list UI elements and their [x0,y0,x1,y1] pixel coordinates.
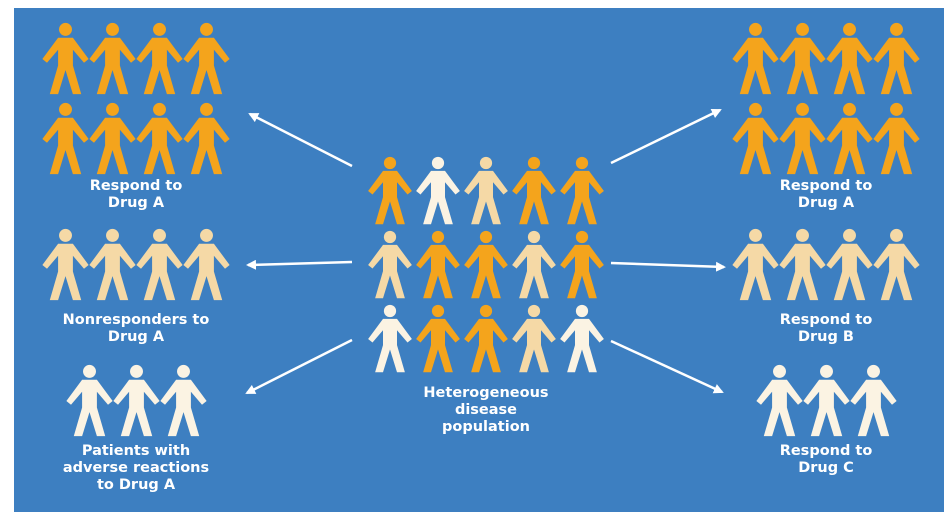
label-line: Heterogeneous [423,385,549,401]
arrow-to-right-top [610,108,722,165]
arrow-to-left-top [248,112,353,168]
label-line: Drug C [798,460,854,476]
person-icon [66,364,113,437]
person-icon [136,22,183,95]
person-icon [512,156,556,225]
person-icon [560,230,604,299]
label-right-respond-drug-c: Respond to Drug C [726,443,926,477]
label-line: Respond to [779,178,873,194]
person-icon [512,304,556,373]
person-icon [113,364,160,437]
label-line: disease [454,402,518,418]
person-icon [464,230,508,299]
label-left-nonresponders: Nonresponders to Drug A [32,312,240,346]
person-icon [89,102,136,175]
person-icon [42,102,89,175]
group-center-population [366,156,606,374]
person-icon [826,22,873,95]
figure-row [66,364,207,438]
label-center-population: Heterogeneous disease population [386,385,586,436]
person-icon [464,304,508,373]
person-icon [136,228,183,301]
person-icon [873,22,920,95]
figure-row [366,304,606,374]
person-icon [183,102,230,175]
group-left-respond-drug-a [42,22,230,176]
person-icon [416,304,460,373]
label-line: Drug A [107,329,165,345]
label-line: Patients with [81,443,191,459]
label-line: Respond to [89,178,183,194]
person-icon [368,304,412,373]
arrow-to-left-middle [246,259,353,270]
person-icon [803,364,850,437]
person-icon [368,156,412,225]
arrow-to-right-bottom [610,339,724,394]
person-icon [89,228,136,301]
diagram-panel: Respond to Drug A Nonresponders to Drug … [14,8,944,512]
label-line: Respond to [779,312,873,328]
person-icon [560,156,604,225]
person-icon [464,156,508,225]
person-icon [732,22,779,95]
group-right-respond-drug-c [756,364,897,438]
person-icon [416,230,460,299]
label-left-adverse-reactions: Patients with adverse reactions to Drug … [32,443,240,494]
person-icon [779,228,826,301]
figure-row [732,228,920,302]
group-right-respond-drug-b [732,228,920,302]
label-line: population [442,419,530,435]
person-icon [560,304,604,373]
figure-row [42,102,230,176]
person-icon [89,22,136,95]
group-left-adverse-reactions [66,364,207,438]
person-icon [136,102,183,175]
person-icon [850,364,897,437]
person-icon [512,230,556,299]
label-line: Nonresponders to [62,312,210,328]
label-line: Drug B [798,329,854,345]
group-right-respond-drug-a [732,22,920,176]
figure-row [756,364,897,438]
arrow-to-left-bottom [245,338,353,395]
person-icon [732,228,779,301]
person-icon [779,102,826,175]
person-icon [826,228,873,301]
label-line: Respond to [779,443,873,459]
person-icon [183,22,230,95]
figure-row [42,228,230,302]
person-icon [42,228,89,301]
arrow-to-right-middle [610,261,726,272]
figure-row [366,156,606,226]
label-right-respond-drug-b: Respond to Drug B [726,312,926,346]
label-line: adverse reactions [62,460,210,476]
person-icon [42,22,89,95]
label-line: to Drug A [96,477,176,493]
person-icon [873,102,920,175]
label-left-respond-drug-a: Respond to Drug A [42,178,230,212]
person-icon [756,364,803,437]
figure-row [366,230,606,300]
figure-row [732,102,920,176]
person-icon [779,22,826,95]
person-icon [416,156,460,225]
label-line: Drug A [107,195,165,211]
person-icon [873,228,920,301]
figure-row [42,22,230,96]
person-icon [732,102,779,175]
arrows-layer [245,108,726,395]
label-line: Drug A [797,195,855,211]
group-left-nonresponders [42,228,230,302]
figure-row [732,22,920,96]
person-icon [826,102,873,175]
person-icon [368,230,412,299]
person-icon [183,228,230,301]
person-icon [160,364,207,437]
label-right-respond-drug-a: Respond to Drug A [726,178,926,212]
